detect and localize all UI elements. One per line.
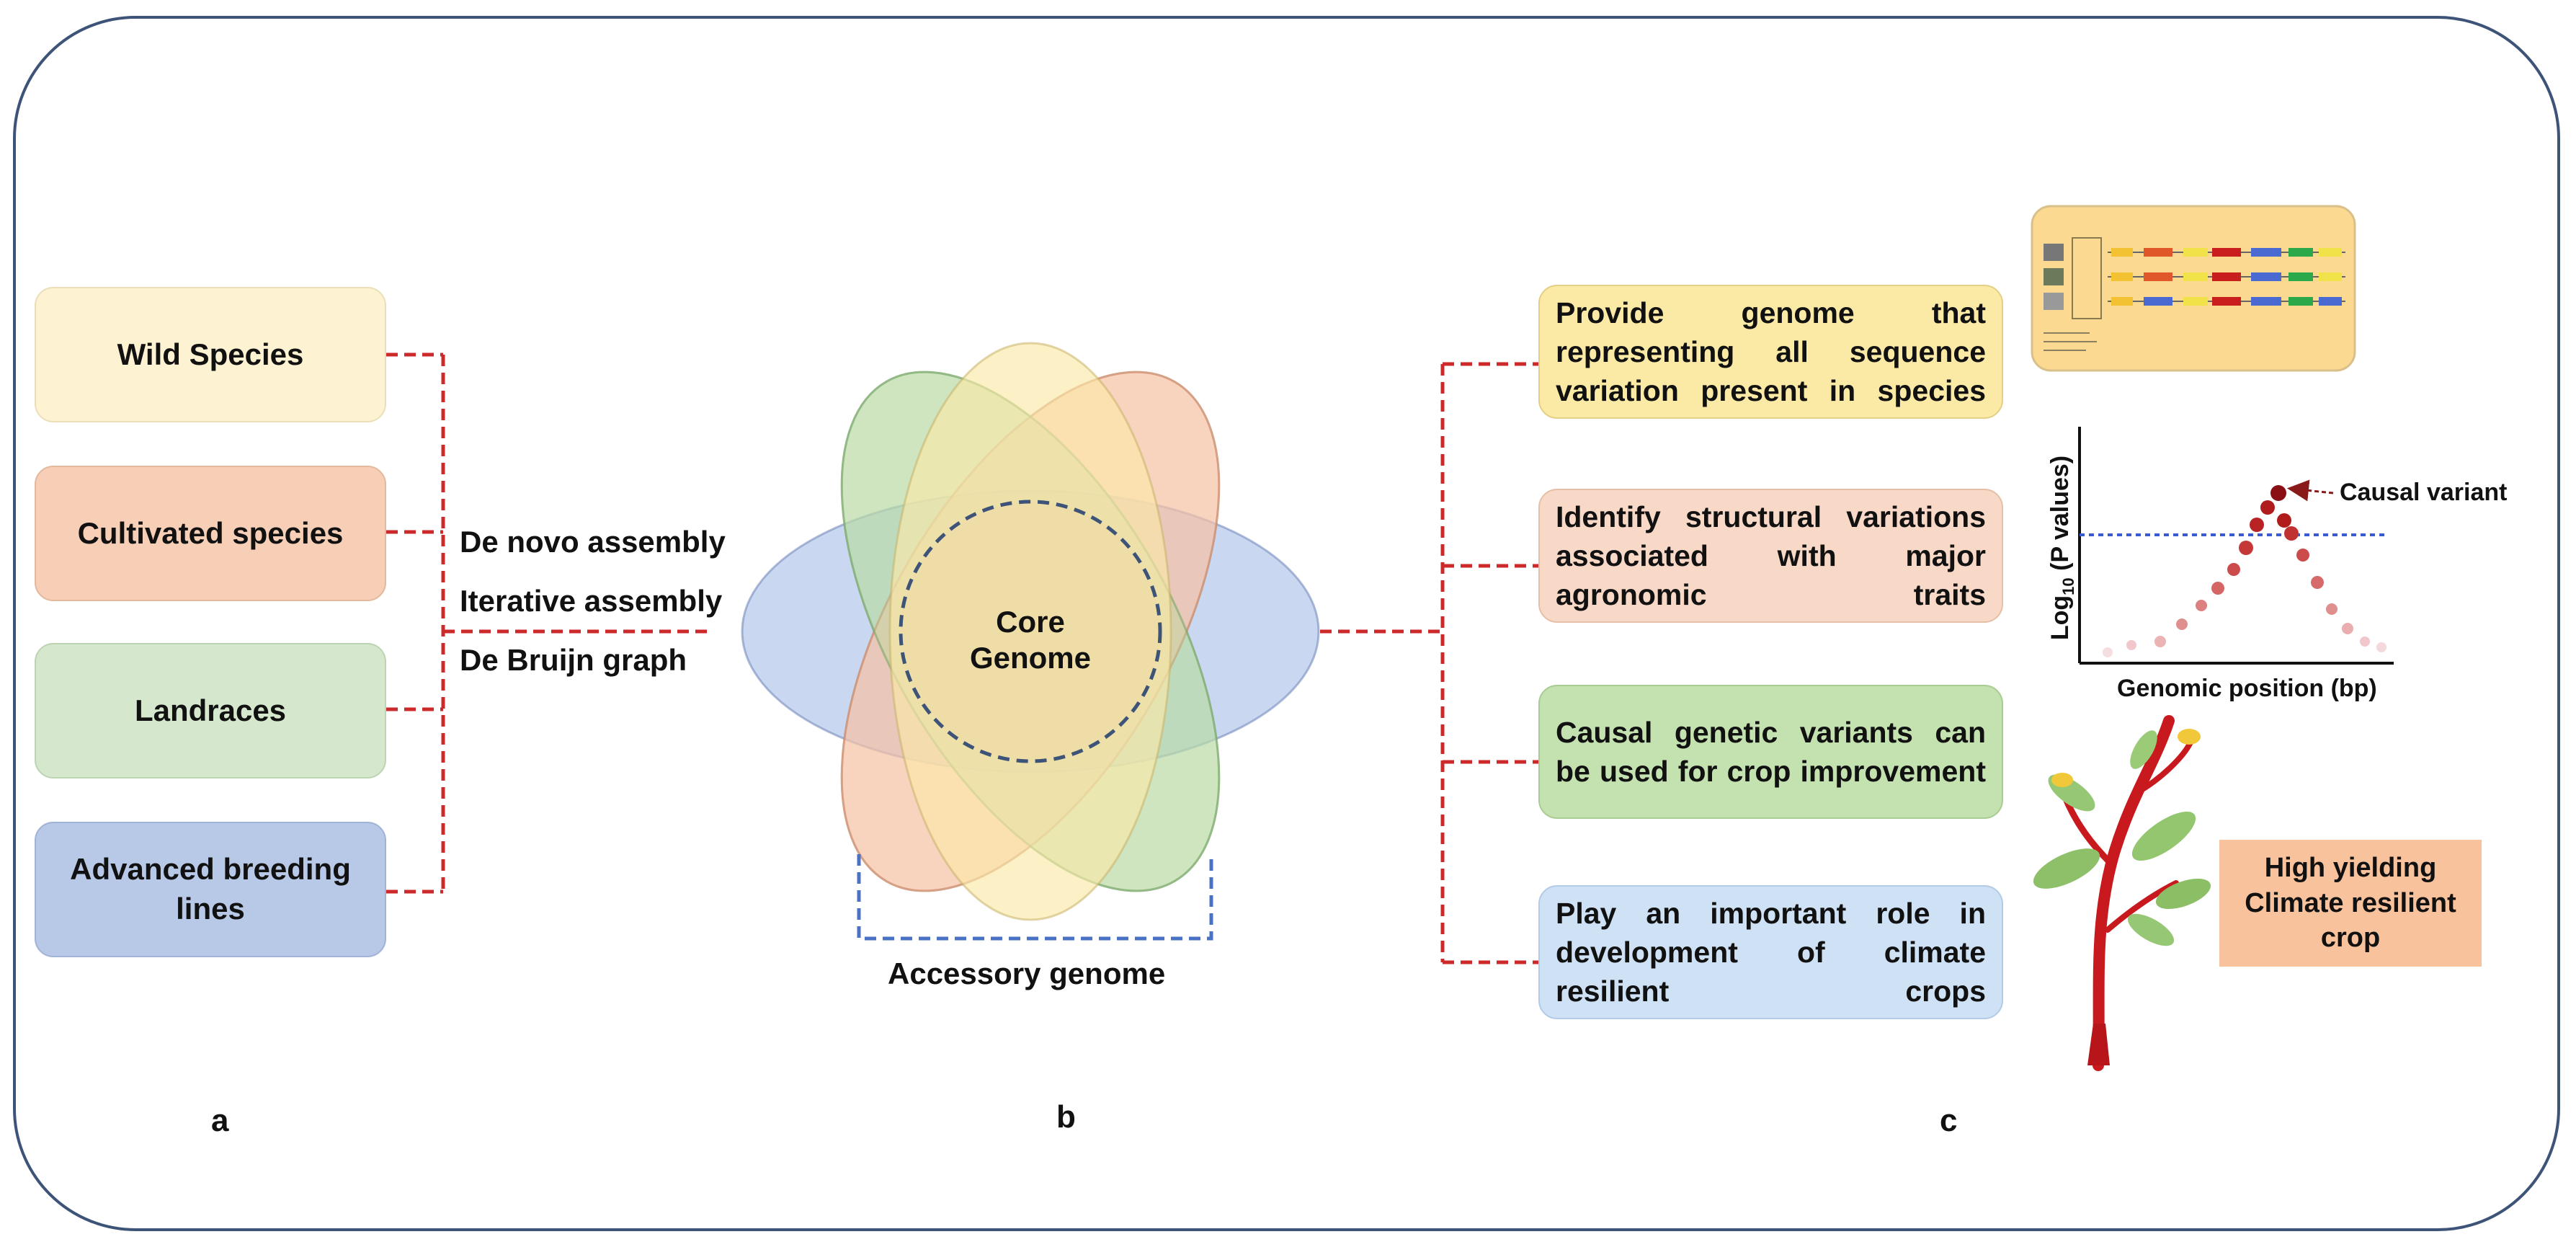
crop-outcome-box: High yielding Climate resilient crop — [2219, 840, 2482, 967]
outcome-text-2: Identify structural variations associate… — [1556, 500, 1986, 612]
panel-label-a: a — [211, 1103, 229, 1138]
plant-illustration — [2033, 715, 2211, 1071]
breeding-lines-label: Advanced breeding lines — [70, 852, 351, 926]
breeding-lines-box: Advanced breeding lines — [35, 822, 386, 957]
causal-variant-arrow — [2287, 479, 2334, 502]
right-connectors — [1320, 362, 1538, 964]
outcome-text-4: Play an important role in development of… — [1556, 896, 1986, 1008]
accessory-genome-label: Accessory genome — [888, 957, 1166, 990]
method-de-novo: De novo assembly — [460, 525, 726, 559]
gwas-plot — [2078, 427, 2394, 665]
causal-variant-label: Causal variant — [2340, 479, 2508, 506]
sequence-alignment-thumbnail — [2031, 205, 2356, 372]
cultivated-species-box: Cultivated species — [35, 466, 386, 601]
gwas-points — [2103, 485, 2386, 657]
outcome-box-3: Causal genetic variants can be used for … — [1538, 685, 2003, 819]
pangenome-venn — [741, 342, 1320, 921]
panel-label-b: b — [1056, 1099, 1076, 1135]
outcome-box-4: Play an important role in development of… — [1538, 885, 2003, 1019]
left-connectors — [386, 352, 710, 894]
landraces-box: Landraces — [35, 643, 386, 778]
outcome-text-1: Provide genome that representing all seq… — [1556, 296, 1986, 408]
outcome-text-3: Causal genetic variants can be used for … — [1556, 715, 1986, 788]
outcome-box-1: Provide genome that representing all seq… — [1538, 285, 2003, 419]
wild-species-label: Wild Species — [117, 337, 304, 371]
gwas-x-axis-label: Genomic position (bp) — [2117, 675, 2377, 702]
landraces-label: Landraces — [134, 693, 287, 727]
wild-species-box: Wild Species — [35, 287, 386, 422]
method-de-bruijn: De Bruijn graph — [460, 643, 687, 677]
method-iterative: Iterative assembly — [460, 584, 723, 618]
gwas-y-axis-label: Log10 (P values) — [2046, 455, 2077, 641]
figure-frame — [13, 16, 2560, 1231]
outcome-box-2: Identify structural variations associate… — [1538, 489, 2003, 623]
core-genome-label: Core Genome — [969, 605, 1092, 675]
accessory-bracket — [857, 854, 1213, 941]
cultivated-species-label: Cultivated species — [77, 515, 344, 550]
panel-label-c: c — [1940, 1103, 1958, 1138]
